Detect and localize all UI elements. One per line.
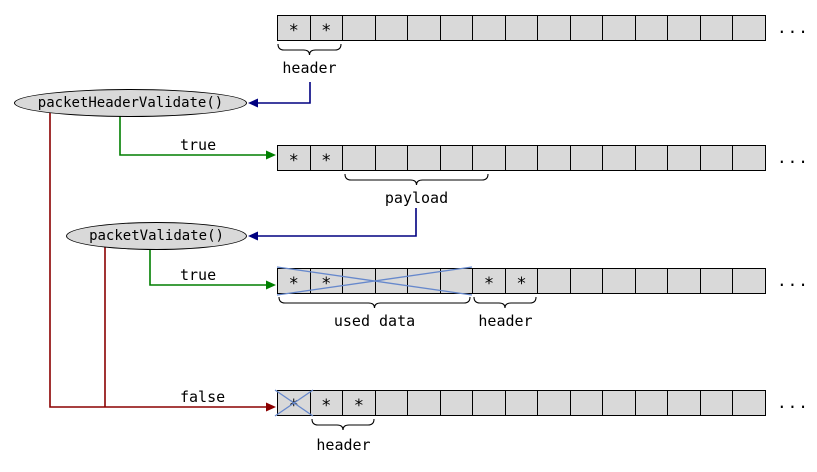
byte-cell [376,146,409,170]
arrow-payload-to-validate-line [258,208,417,237]
packet-header-validate-node: packetHeaderValidate() [14,89,247,117]
byte-cell: * [311,269,344,293]
byte-cell [473,16,506,40]
ellipsis-2: ... [777,148,809,167]
byte-cell [473,146,506,170]
header-label-1: header [282,59,337,77]
byte-cell: * [278,146,311,170]
used-data-label: used data [333,312,416,330]
byte-cell [441,269,474,293]
byte-cell: * [473,269,506,293]
packet-validate-node: packetValidate() [66,222,247,250]
arrow-false-main-line [49,112,267,408]
byte-cell [571,391,604,415]
byte-array-3: **** [277,268,766,294]
arrow-false-head [266,402,276,412]
byte-cell [668,16,701,40]
byte-cell: * [278,16,311,40]
byte-cell: * [311,16,344,40]
byte-cell [668,391,701,415]
byte-cell [733,16,765,40]
byte-cell [668,269,701,293]
byte-cell [733,146,765,170]
byte-cell [636,391,669,415]
byte-cell [701,391,734,415]
byte-array-2: ** [277,145,766,171]
byte-cell [668,146,701,170]
used-data-brace [278,296,471,309]
ellipsis-3: ... [777,271,809,290]
byte-cell: * [278,269,311,293]
byte-cell [603,391,636,415]
header-label-4: header [316,436,371,454]
byte-cell [343,269,376,293]
byte-cell [701,269,734,293]
arrow-header-to-validate-line [258,82,311,104]
false-label: false [180,388,226,406]
true-label-1: true [180,136,217,154]
byte-cell [538,269,571,293]
byte-cell: * [311,391,344,415]
byte-cell [441,16,474,40]
byte-cell [636,16,669,40]
byte-cell [538,391,571,415]
ellipsis-4: ... [777,393,809,412]
byte-cell [701,146,734,170]
byte-cell [441,391,474,415]
byte-cell [343,16,376,40]
payload-label: payload [384,189,449,207]
byte-cell [733,269,765,293]
arrow-true-1-head [266,150,276,160]
byte-cell: * [343,391,376,415]
byte-cell [571,16,604,40]
byte-array-1: ** [277,15,766,41]
byte-cell [571,146,604,170]
header-label-3: header [478,312,533,330]
byte-cell [376,16,409,40]
byte-cell [603,146,636,170]
byte-cell: * [311,146,344,170]
byte-cell: * [506,269,539,293]
byte-cell [603,16,636,40]
byte-cell [408,269,441,293]
ellipsis-1: ... [777,18,809,37]
byte-cell [538,146,571,170]
byte-cell [376,269,409,293]
byte-cell [506,16,539,40]
byte-array-4: *** [277,390,766,416]
header-brace-1 [277,43,342,56]
byte-cell [408,16,441,40]
byte-cell [441,146,474,170]
byte-cell [473,391,506,415]
byte-cell [506,146,539,170]
byte-cell [701,16,734,40]
byte-cell [343,146,376,170]
arrow-true-2-head [266,280,276,290]
header-brace-3 [473,296,537,309]
byte-cell [506,391,539,415]
byte-cell [603,269,636,293]
byte-cell [408,146,441,170]
byte-cell [636,146,669,170]
header-brace-4 [311,418,375,431]
byte-cell [636,269,669,293]
arrow-header-to-validate-head [248,98,258,108]
true-label-2: true [180,266,217,284]
byte-cell [376,391,409,415]
byte-cell [571,269,604,293]
byte-cell [733,391,765,415]
byte-cell [408,391,441,415]
byte-cell [538,16,571,40]
byte-cell: * [278,391,311,415]
arrow-payload-to-validate-head [248,231,258,241]
payload-brace [344,173,489,186]
